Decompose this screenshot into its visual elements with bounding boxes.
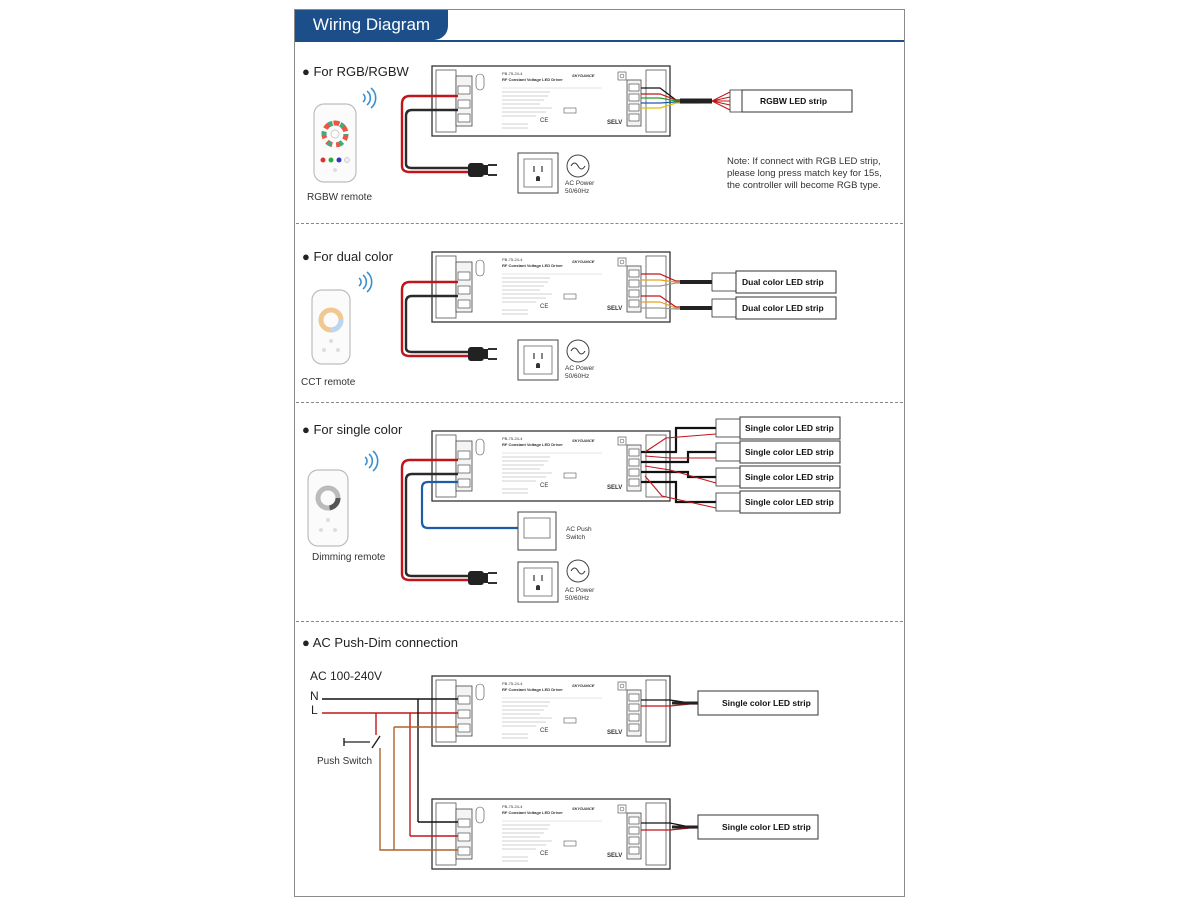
driver-subtitle: RF Constant Voltage LED Driver (502, 263, 563, 268)
wall-outlet-icon (517, 339, 559, 381)
rgbw-remote-caption: RGBW remote (307, 192, 373, 203)
diagram-frame (294, 9, 905, 897)
power-plug-icon (468, 347, 497, 361)
single-strip-label: Single color LED strip (745, 423, 834, 433)
note-line: please long press match key for 15s, (727, 168, 882, 179)
rgbw-strip-box (741, 89, 853, 113)
note-line: the controller will become RGB type. (727, 180, 881, 191)
dual-strip-label-2: Dual color LED strip (742, 303, 824, 313)
section-dual-label: ● For dual color (302, 249, 393, 264)
driver-brand: SKYDANCE (572, 438, 595, 443)
header-rule (295, 40, 904, 42)
ac-power-label: AC Power (565, 365, 595, 372)
dimming-remote-caption: Dimming remote (312, 552, 386, 563)
ac-push-label: AC Push (566, 526, 592, 533)
driver-selv: SELV (607, 853, 623, 859)
ac-power-symbol-icon (566, 339, 590, 363)
rgbw-remote (313, 103, 357, 183)
driver-subtitle: RF Constant Voltage LED Driver (502, 810, 563, 815)
ac-power-symbol-icon (566, 154, 590, 178)
ac-push-switch-label: Switch (566, 534, 586, 541)
ac-power-freq: 50/60Hz (565, 595, 590, 602)
single-strip-box-4a (697, 690, 819, 716)
power-wire-red (400, 94, 468, 174)
ac-power-freq: 50/60Hz (565, 373, 590, 380)
ac-power-freq: 50/60Hz (565, 188, 590, 195)
driver-subtitle: RF Constant Voltage LED Driver (502, 687, 563, 692)
single-strip-label: Single color LED strip (745, 447, 834, 457)
ac-power-label: AC Power (565, 180, 595, 187)
driver-model: PB-75-24-4 (502, 436, 523, 441)
rgbw-strip-label: RGBW LED strip (760, 96, 828, 106)
driver-model: PB-75-24-4 (502, 257, 523, 262)
section-push-dim-label: ● AC Push-Dim connection (302, 635, 458, 650)
driver-brand: SKYDANCE (572, 683, 595, 688)
section-rgb-label: ● For RGB/RGBW (302, 64, 409, 79)
section-divider (296, 402, 903, 403)
wireless-signal-icon (364, 450, 379, 472)
single-strip-label: Single color LED strip (745, 472, 834, 482)
rgbw-connector (729, 89, 743, 113)
single-strip-label: Single color LED strip (745, 497, 834, 507)
wireless-signal-icon (362, 87, 377, 109)
page-title: Wiring Diagram (295, 10, 448, 40)
ac-power-label: AC Power (565, 587, 595, 594)
section-divider (296, 621, 903, 622)
dual-strip-box-1 (735, 270, 837, 294)
driver-brand: SKYDANCE (572, 73, 595, 78)
section-single-label: ● For single color (302, 422, 403, 437)
driver-brand: SKYDANCE (572, 259, 595, 264)
driver-model: PB-75-24-4 (502, 804, 523, 809)
single-strip-box-4b (697, 814, 819, 840)
dual-strip-box-2 (735, 296, 837, 320)
single-strip-label: Single color LED strip (722, 822, 811, 832)
wireless-signal-icon (358, 271, 373, 293)
live-label: L (311, 703, 318, 717)
power-wire-black (404, 108, 468, 170)
single-strip-label: Single color LED strip (722, 698, 811, 708)
driver-selv: SELV (607, 120, 623, 126)
dual-strip-label-1: Dual color LED strip (742, 277, 824, 287)
push-switch-caption: Push Switch (317, 756, 373, 767)
driver-selv: SELV (607, 306, 623, 312)
note-line: Note: If connect with RGB LED strip, (727, 156, 881, 167)
driver-selv: SELV (607, 485, 623, 491)
wall-outlet-icon (517, 152, 559, 194)
power-plug-icon (468, 163, 497, 177)
power-plug-icon (468, 571, 497, 585)
neutral-label: N (310, 689, 319, 703)
dimming-remote (307, 469, 349, 547)
driver-subtitle: RF Constant Voltage LED Driver (502, 77, 563, 82)
wall-outlet-icon (517, 561, 559, 603)
driver-subtitle: RF Constant Voltage LED Driver (502, 442, 563, 447)
ac-range-label: AC 100-240V (310, 669, 383, 683)
section-divider (296, 223, 903, 224)
ac-power-symbol-icon (566, 559, 590, 583)
driver-selv: SELV (607, 730, 623, 736)
single-strip-boxes-s3 (715, 416, 841, 514)
driver-model: PB-75-24-4 (502, 71, 523, 76)
rgb-note: Note: If connect with RGB LED strip, ple… (727, 156, 897, 192)
cct-remote (311, 289, 351, 365)
driver-brand: SKYDANCE (572, 806, 595, 811)
cct-remote-caption: CCT remote (301, 377, 356, 388)
driver-model: PB-75-24-4 (502, 681, 523, 686)
